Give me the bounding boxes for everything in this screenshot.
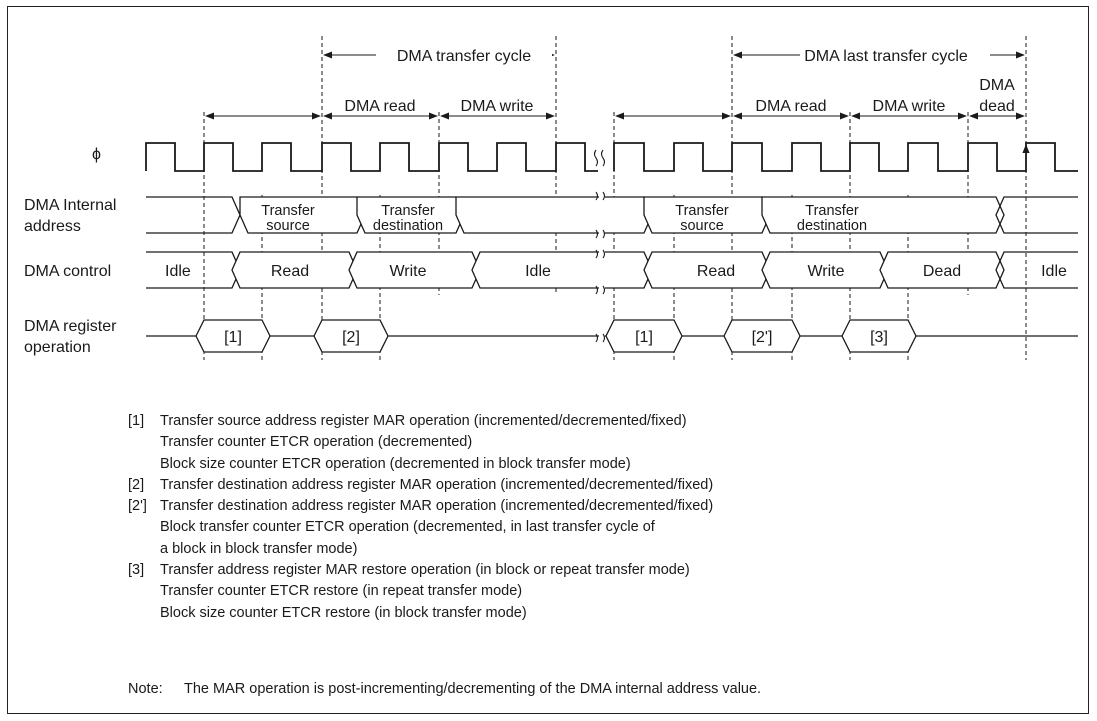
legend-tag: [1] (128, 413, 145, 429)
figure-frame (7, 6, 1089, 714)
read-label-2: DMA read (755, 98, 826, 115)
phi-label: ϕ (92, 146, 101, 163)
legend-line: Block transfer counter ETCR operation (d… (160, 519, 655, 536)
control-idle-1: Idle (165, 263, 191, 280)
legend-line: a block in block transfer mode) (160, 540, 358, 557)
address-dest-line1-b: Transfer (805, 203, 859, 219)
register-label-line1: DMA register (24, 318, 117, 335)
legend-line: Block size counter ETCR operation (decre… (160, 455, 631, 472)
address-source-line2: source (266, 218, 310, 234)
address-bus: Transfer source Transfer destination Tra… (146, 196, 1078, 234)
address-dest-line1: Transfer (381, 203, 435, 219)
note-text: The MAR operation is post-incrementing/d… (184, 681, 762, 697)
dead-label-line2: dead (979, 98, 1015, 115)
last-transfer-cycle-label: DMA last transfer cycle (804, 48, 968, 65)
legend-line: Transfer source address register MAR ope… (160, 413, 687, 429)
write-label-1: DMA write (461, 98, 534, 115)
control-dead: Dead (923, 263, 961, 280)
reg-op-2: [2] (342, 329, 360, 346)
address-source-line1: Transfer (261, 203, 315, 219)
legend-tag: [3] (128, 562, 145, 579)
transfer-cycle-label: DMA transfer cycle (397, 48, 531, 65)
legend-line: Transfer counter ETCR operation (decreme… (160, 434, 473, 451)
write-label-2: DMA write (873, 98, 946, 115)
legend-line: Transfer destination address register MA… (160, 498, 714, 515)
legend-item-2: [2] Transfer destination address registe… (128, 475, 713, 496)
control-write-1: Write (389, 263, 426, 280)
address-source-line1-b: Transfer (675, 203, 729, 219)
legend-item-3: [3] Transfer address register MAR restor… (128, 560, 713, 581)
legend-line: Block size counter ETCR restore (in bloc… (160, 604, 527, 621)
note: Note: The MAR operation is post-incremen… (128, 681, 761, 697)
cycle-brackets: DMA transfer cycle DMA last transfer cyc… (205, 44, 1025, 120)
legend-item-2-prime: [2'] Transfer destination address regist… (128, 496, 713, 517)
legend-line: Transfer counter ETCR restore (in repeat… (160, 583, 523, 600)
internal-address-label-line2: address (24, 218, 81, 235)
address-dest-line2-b: destination (797, 218, 867, 234)
reg-op-5: [3] (870, 329, 888, 346)
control-read-1: Read (271, 263, 309, 280)
dead-label-line1: DMA (979, 77, 1015, 94)
reg-op-1: [1] (224, 329, 242, 346)
control-idle-2: Idle (525, 263, 551, 280)
reg-op-3: [1] (635, 329, 653, 346)
read-label-1: DMA read (344, 98, 415, 115)
clock-waveform (145, 142, 1078, 172)
control-write-2: Write (807, 263, 844, 280)
control-bus: Idle Read Write Idle Read Write Dead Idl… (146, 251, 1078, 289)
control-label: DMA control (24, 263, 111, 280)
reg-op-4: [2'] (752, 329, 773, 346)
register-operation: [1] [2] [1] [2'] [3] (146, 319, 1078, 353)
control-read-2: Read (697, 263, 735, 280)
control-idle-3: Idle (1041, 263, 1067, 280)
address-dest-line2: destination (373, 218, 443, 234)
legend-line: Transfer destination address register MA… (160, 476, 714, 493)
internal-address-label-line1: DMA Internal (24, 197, 116, 214)
time-break-markers (593, 136, 606, 344)
legend-tag: [2] (128, 476, 145, 493)
note-tag: Note: (128, 681, 163, 697)
legend-tag: [2'] (128, 498, 147, 515)
timing-diagram: ϕ DMA Internal address DMA control DMA r… (24, 36, 1078, 360)
legend-item-1: [1] Transfer source address register MAR… (128, 411, 713, 432)
legend: [1] Transfer source address register MAR… (128, 411, 713, 624)
register-label-line2: operation (24, 339, 91, 356)
legend-line: Transfer address register MAR restore op… (160, 562, 690, 579)
address-source-line2-b: source (680, 218, 724, 234)
